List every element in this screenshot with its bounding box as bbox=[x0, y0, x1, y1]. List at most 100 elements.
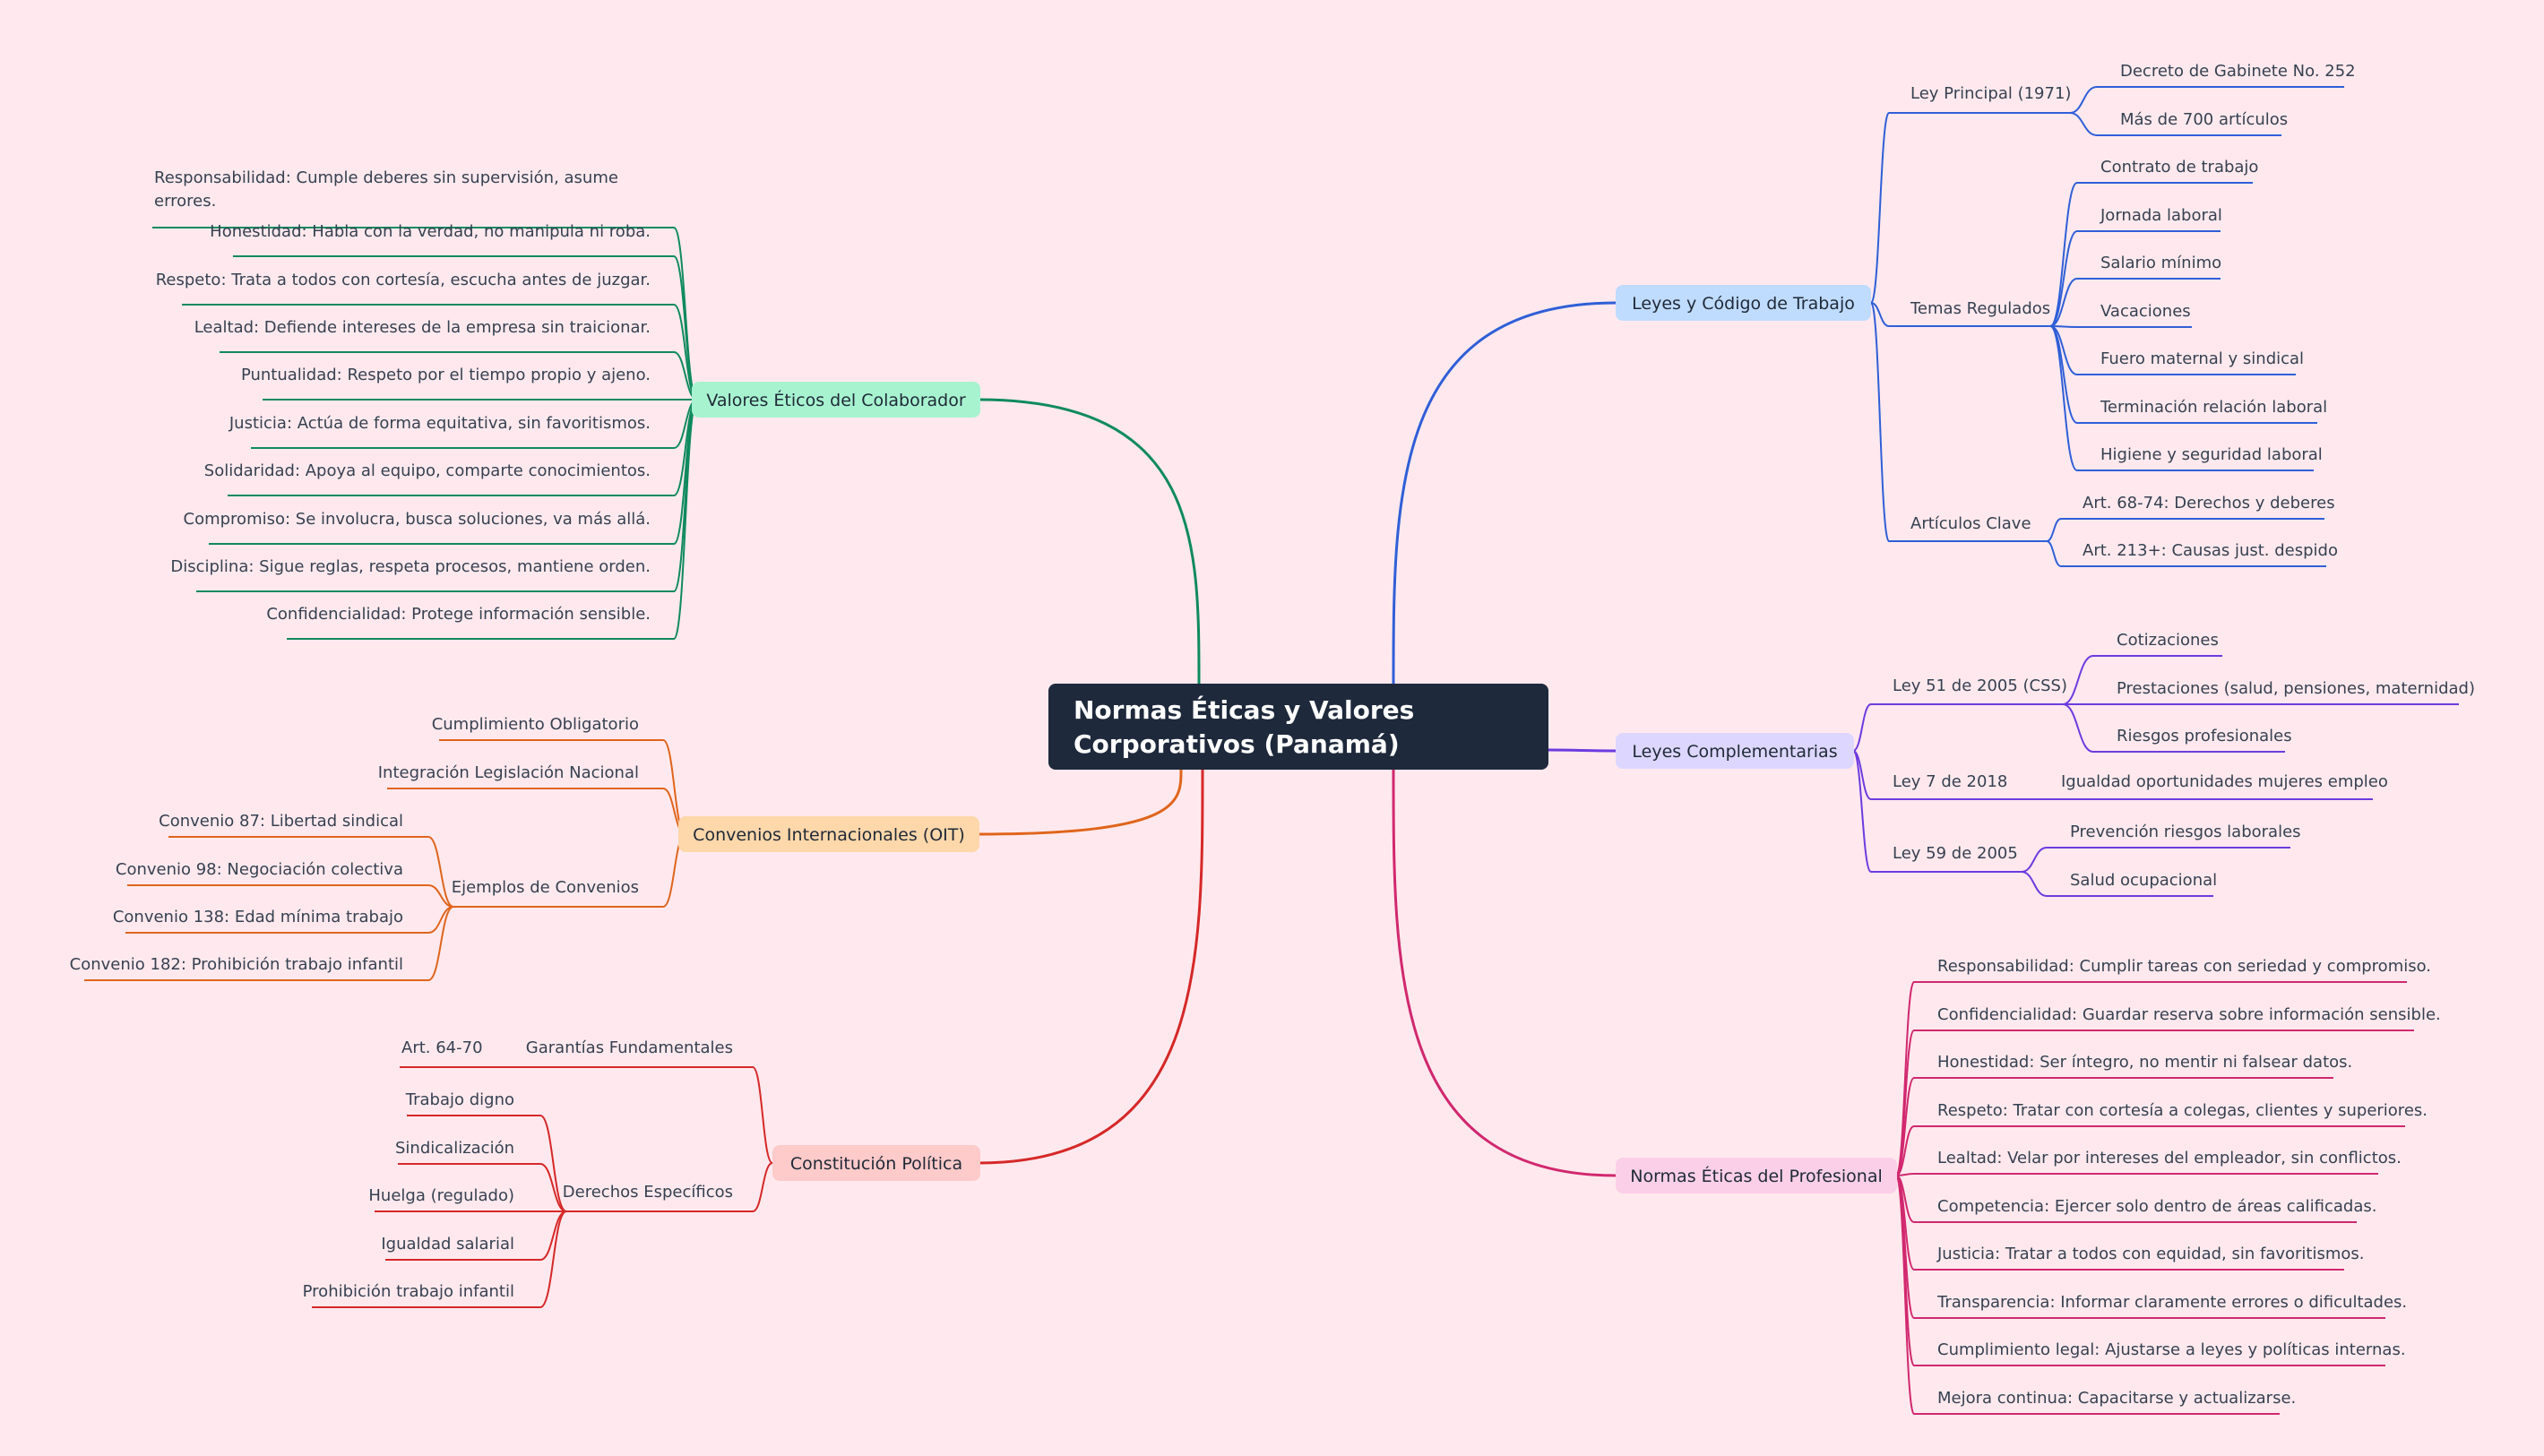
connector-line bbox=[427, 906, 454, 981]
root-node[interactable] bbox=[1048, 684, 1548, 770]
connector-line bbox=[539, 1115, 567, 1212]
ley-principal-label[interactable]: Ley Principal (1971) bbox=[1910, 84, 2071, 103]
connector-line bbox=[2049, 182, 2078, 327]
norma-item[interactable]: Honestidad: Ser íntegro, no mentir ni fa… bbox=[1937, 1053, 2352, 1072]
branch-complementarias-box[interactable] bbox=[1616, 733, 1854, 769]
valor-item[interactable]: Honestidad: Habla con la verdad, no mani… bbox=[210, 222, 651, 241]
branch-leyes-label[interactable]: Leyes y Código de Trabajo bbox=[1632, 294, 1855, 314]
branch-valores-box[interactable] bbox=[692, 382, 980, 418]
derecho-item[interactable]: Igualdad salarial bbox=[381, 1235, 514, 1254]
branch-convenios-label[interactable]: Convenios Internacionales (OIT) bbox=[693, 825, 965, 845]
ejemplos-label[interactable]: Ejemplos de Convenios bbox=[452, 878, 639, 897]
ley51-label[interactable]: Ley 51 de 2005 (CSS) bbox=[1893, 676, 2067, 695]
temas-label[interactable]: Temas Regulados bbox=[1910, 299, 2050, 318]
branch-normas-box[interactable] bbox=[1616, 1158, 1897, 1193]
edge-convenios bbox=[978, 769, 1183, 836]
valor-item[interactable]: Puntualidad: Respeto por el tiempo propi… bbox=[241, 366, 651, 384]
ley51-item[interactable]: Prestaciones (salud, pensiones, maternid… bbox=[2117, 679, 2475, 698]
ley7-label[interactable]: Ley 7 de 2018 bbox=[1893, 772, 2007, 791]
ley7-child[interactable]: Igualdad oportunidades mujeres empleo bbox=[2061, 772, 2388, 791]
valor-item[interactable]: Respeto: Trata a todos con cortesía, esc… bbox=[156, 271, 651, 289]
garantias-label[interactable]: Garantías Fundamentales bbox=[526, 1038, 733, 1057]
branch-valores-label[interactable]: Valores Éticos del Colaborador bbox=[706, 390, 966, 410]
connector-line bbox=[539, 1210, 567, 1308]
connector-line bbox=[2021, 871, 2048, 897]
tema-item[interactable]: Jornada laboral bbox=[2100, 206, 2222, 225]
norma-item[interactable]: Confidencialidad: Guardar reserva sobre … bbox=[1937, 1005, 2441, 1024]
derecho-item[interactable]: Huelga (regulado) bbox=[368, 1186, 514, 1205]
connector-line bbox=[2046, 540, 2062, 567]
tema-item[interactable]: Salario mínimo bbox=[2100, 254, 2221, 272]
edge-valores-item bbox=[673, 399, 698, 592]
norma-item[interactable]: Lealtad: Velar por intereses del emplead… bbox=[1937, 1149, 2402, 1167]
connector-line bbox=[1870, 302, 1890, 542]
garantias-child[interactable]: Art. 64-70 bbox=[401, 1038, 483, 1057]
articulo-item[interactable]: Art. 213+: Causas just. despido bbox=[2083, 541, 2338, 560]
norma-item[interactable]: Justicia: Tratar a todos con equidad, si… bbox=[1936, 1245, 2365, 1263]
valor-item[interactable]: Confidencialidad: Protege información se… bbox=[266, 605, 651, 624]
branch-convenios-box[interactable] bbox=[678, 816, 979, 852]
ley51-item[interactable]: Riesgos profesionales bbox=[2117, 727, 2292, 745]
connector-line bbox=[1895, 1175, 1915, 1366]
ley59-item[interactable]: Salud ocupacional bbox=[2070, 871, 2217, 890]
branch-constitucion-label[interactable]: Constitución Política bbox=[790, 1154, 962, 1174]
connector-line bbox=[1895, 1125, 1915, 1176]
edge-normas bbox=[1392, 769, 1617, 1177]
valor-item[interactable]: Responsabilidad: Cumple deberes sin supe… bbox=[154, 168, 618, 187]
branch-leyes-box[interactable] bbox=[1616, 285, 1871, 321]
connector-line bbox=[2062, 703, 2094, 753]
root-title-line[interactable]: Corporativos (Panamá) bbox=[1074, 729, 1400, 759]
convenio-ejemplo[interactable]: Convenio 138: Edad mínima trabajo bbox=[113, 908, 403, 926]
connector-line bbox=[1852, 703, 1872, 752]
articulo-item[interactable]: Art. 68-74: Derechos y deberes bbox=[2083, 494, 2335, 513]
valor-item[interactable]: Lealtad: Defiende intereses de la empres… bbox=[194, 318, 651, 337]
derechos-label[interactable]: Derechos Específicos bbox=[563, 1183, 733, 1202]
valor-item[interactable]: Solidaridad: Apoya al equipo, comparte c… bbox=[204, 461, 651, 480]
tema-item[interactable]: Vacaciones bbox=[2100, 302, 2191, 321]
norma-item[interactable]: Responsabilidad: Cumplir tareas con seri… bbox=[1937, 957, 2431, 976]
derecho-item[interactable]: Prohibición trabajo infantil bbox=[303, 1282, 514, 1301]
connector-line bbox=[2049, 325, 2078, 424]
ley-principal-item[interactable]: Decreto de Gabinete No. 252 bbox=[2120, 62, 2356, 81]
norma-item[interactable]: Cumplimiento legal: Ajustarse a leyes y … bbox=[1937, 1340, 2406, 1359]
ley59-item[interactable]: Prevención riesgos laborales bbox=[2070, 823, 2301, 841]
connector-line bbox=[1895, 1077, 1915, 1176]
connector-line bbox=[427, 884, 454, 908]
derecho-item[interactable]: Trabajo digno bbox=[405, 1090, 514, 1109]
norma-item[interactable]: Transparencia: Informar claramente error… bbox=[1936, 1293, 2407, 1312]
connector-line bbox=[539, 1163, 567, 1212]
valor-item[interactable]: errores. bbox=[154, 192, 216, 211]
articulos-label[interactable]: Artículos Clave bbox=[1910, 514, 2031, 533]
valor-item[interactable]: Compromiso: Se involucra, busca solucion… bbox=[184, 510, 651, 529]
convenio-item[interactable]: Cumplimiento Obligatorio bbox=[432, 715, 639, 734]
connector-line bbox=[2049, 325, 2078, 471]
branch-normas-label[interactable]: Normas Éticas del Profesional bbox=[1630, 1166, 1883, 1186]
valor-item[interactable]: Justicia: Actúa de forma equitativa, sin… bbox=[229, 414, 651, 433]
convenio-ejemplo[interactable]: Convenio 182: Prohibición trabajo infant… bbox=[70, 955, 403, 974]
branch-complementarias-label[interactable]: Leyes Complementarias bbox=[1632, 742, 1837, 762]
norma-item[interactable]: Respeto: Tratar con cortesía a colegas, … bbox=[1937, 1101, 2428, 1120]
valor-item[interactable]: Disciplina: Sigue reglas, respeta proces… bbox=[170, 557, 651, 576]
edge-constitucion bbox=[978, 769, 1204, 1165]
convenio-ejemplo[interactable]: Convenio 98: Negociación colectiva bbox=[116, 860, 403, 879]
connector-line bbox=[539, 1210, 567, 1261]
tema-item[interactable]: Terminación relación laboral bbox=[2100, 398, 2327, 417]
ley59-label[interactable]: Ley 59 de 2005 bbox=[1893, 844, 2018, 863]
ley-principal-item[interactable]: Más de 700 artículos bbox=[2120, 110, 2288, 129]
convenio-item[interactable]: Integración Legislación Nacional bbox=[378, 763, 639, 782]
ley51-item[interactable]: Cotizaciones bbox=[2117, 631, 2219, 650]
norma-item[interactable]: Mejora continua: Capacitarse y actualiza… bbox=[1937, 1389, 2296, 1408]
connector-line bbox=[2062, 655, 2094, 705]
connector-line bbox=[2069, 86, 2098, 114]
derecho-item[interactable]: Sindicalización bbox=[395, 1139, 514, 1158]
norma-item[interactable]: Competencia: Ejercer solo dentro de área… bbox=[1937, 1197, 2376, 1216]
tema-item[interactable]: Higiene y seguridad laboral bbox=[2100, 445, 2323, 464]
branch-constitucion-box[interactable] bbox=[772, 1145, 980, 1181]
tema-item[interactable]: Fuero maternal y sindical bbox=[2100, 349, 2304, 368]
root-title-line[interactable]: Normas Éticas y Valores bbox=[1074, 694, 1414, 725]
edge-valores-item bbox=[673, 399, 698, 640]
convenio-ejemplo[interactable]: Convenio 87: Libertad sindical bbox=[159, 812, 403, 831]
connector-line bbox=[427, 836, 454, 908]
connector-line bbox=[1852, 750, 1872, 873]
tema-item[interactable]: Contrato de trabajo bbox=[2100, 158, 2258, 177]
